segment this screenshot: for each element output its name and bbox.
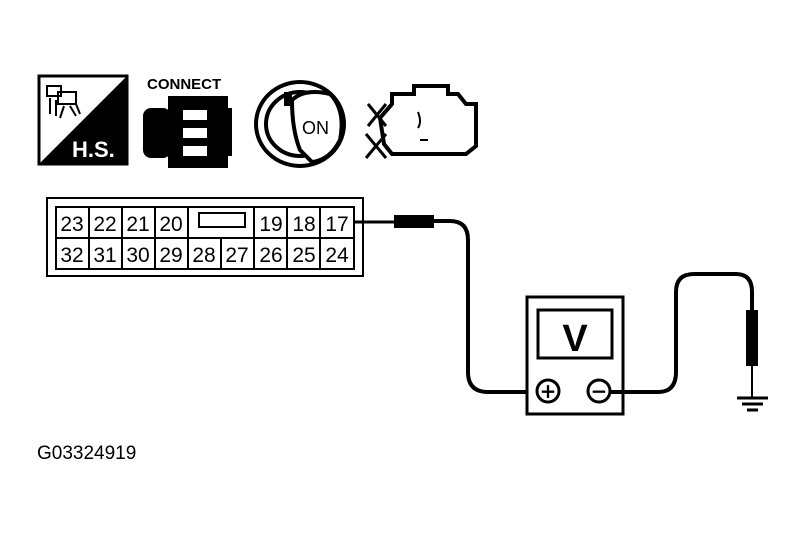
voltmeter-display <box>536 308 614 360</box>
pin-30: 30 <box>126 244 149 267</box>
voltmeter-unit: V <box>562 318 588 360</box>
ignition-key-icon: ON <box>254 80 346 168</box>
pin-28: 28 <box>192 244 215 267</box>
minus-sign: − <box>591 379 608 403</box>
pin-31: 31 <box>93 244 116 267</box>
plus-sign: + <box>540 379 557 403</box>
harness-connector: 23 22 21 20 19 18 17 32 31 30 29 28 27 2… <box>46 197 364 277</box>
positive-lead <box>434 219 536 394</box>
negative-lead <box>610 272 754 394</box>
positive-terminal <box>535 378 561 404</box>
ignition-on-label: ON <box>302 118 329 138</box>
pin-20: 20 <box>159 213 182 236</box>
pin-17: 17 <box>325 213 348 236</box>
pin-27: 27 <box>225 244 248 267</box>
voltmeter: V + − <box>525 295 625 416</box>
connector-icon: CONNECT <box>143 76 232 168</box>
hs-label: H.S. <box>72 137 115 162</box>
connect-label: CONNECT <box>147 76 221 93</box>
pin-24: 24 <box>325 244 349 267</box>
pin-19: 19 <box>259 213 282 236</box>
ground-icon <box>737 396 768 412</box>
pin-21: 21 <box>126 213 149 236</box>
pin-18: 18 <box>292 213 315 236</box>
pin-26: 26 <box>259 244 282 267</box>
connector-latch <box>198 212 246 228</box>
negative-probe <box>610 272 758 397</box>
pin-25: 25 <box>292 244 315 267</box>
pin-32: 32 <box>60 244 83 267</box>
positive-probe <box>354 215 536 394</box>
pin-23: 23 <box>60 213 83 236</box>
harness-side-icon: H.S. <box>37 74 129 166</box>
pin-22: 22 <box>93 213 116 236</box>
pin-29: 29 <box>159 244 182 267</box>
figure-code: G03324919 <box>37 443 136 464</box>
engine-stopped-icon <box>364 84 478 159</box>
